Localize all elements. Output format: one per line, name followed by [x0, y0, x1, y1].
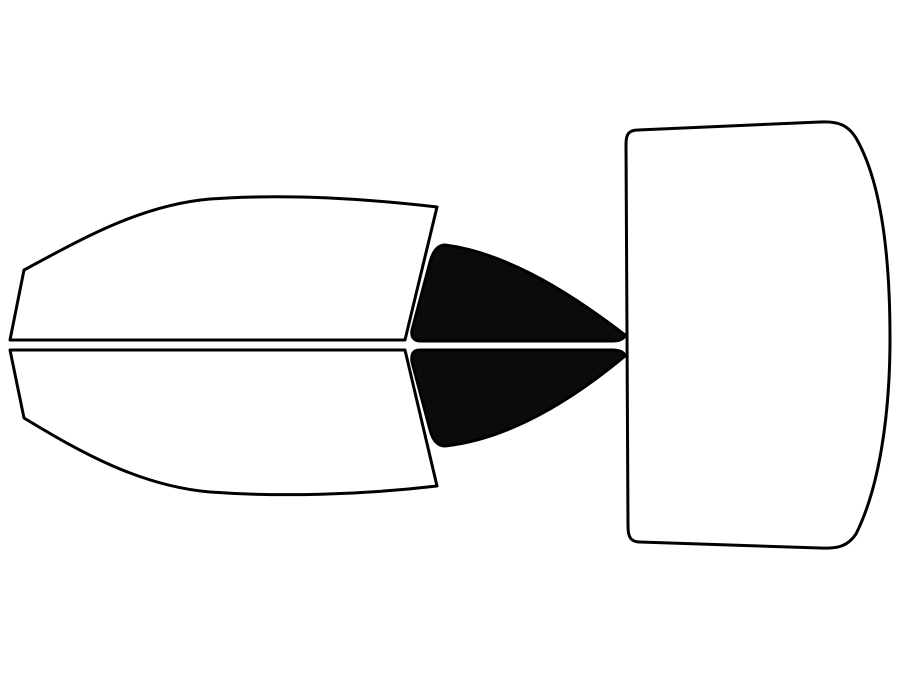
rear-windshield: [624, 120, 892, 550]
rear-quarter-window-bottom: [410, 348, 627, 448]
front-door-window-top: [8, 195, 439, 342]
front-door-window-bottom: [8, 348, 439, 497]
rear-quarter-window-top: [410, 243, 627, 343]
